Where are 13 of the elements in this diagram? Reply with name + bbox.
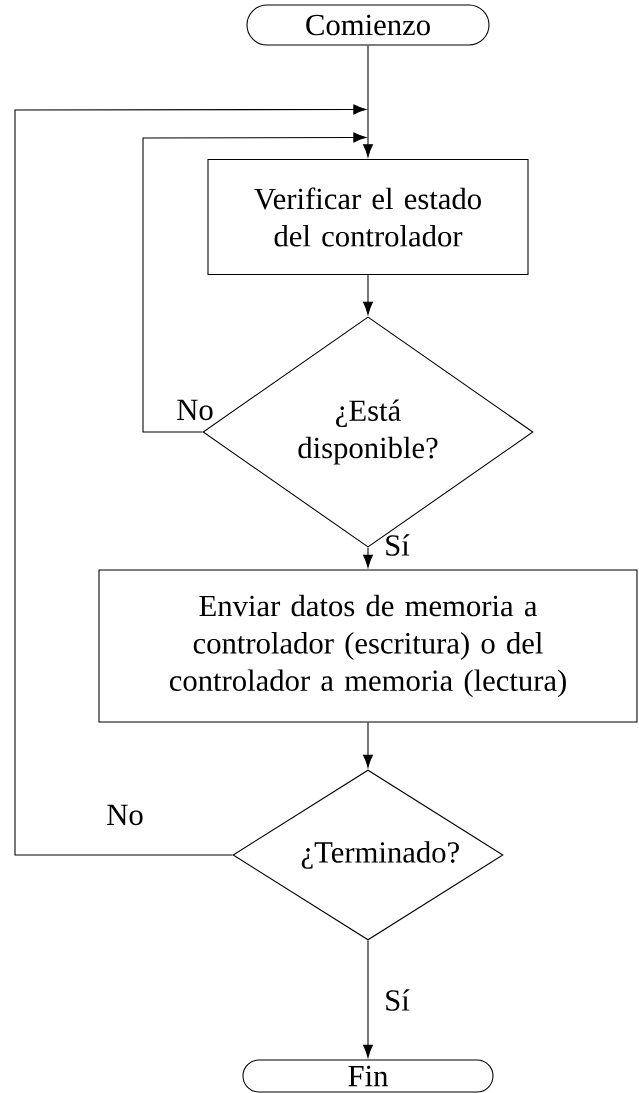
arrow [363,274,373,315]
arrow [363,722,373,768]
edge-label: No [107,804,143,826]
terminal-box: Fin [242,1059,494,1093]
edge-label: Sí [386,989,410,1011]
arrow [363,45,373,158]
process-box: Enviar datos de memoria a controlador (escritura) o del controlador a memoria (lectura) [98,569,638,723]
arrow [363,940,373,1058]
arrow [14,104,367,856]
arrow [363,547,373,568]
arrow [142,132,367,433]
terminal-box: Comienzo [246,4,490,46]
process-box: Verificar el estado del controlador [207,159,529,276]
